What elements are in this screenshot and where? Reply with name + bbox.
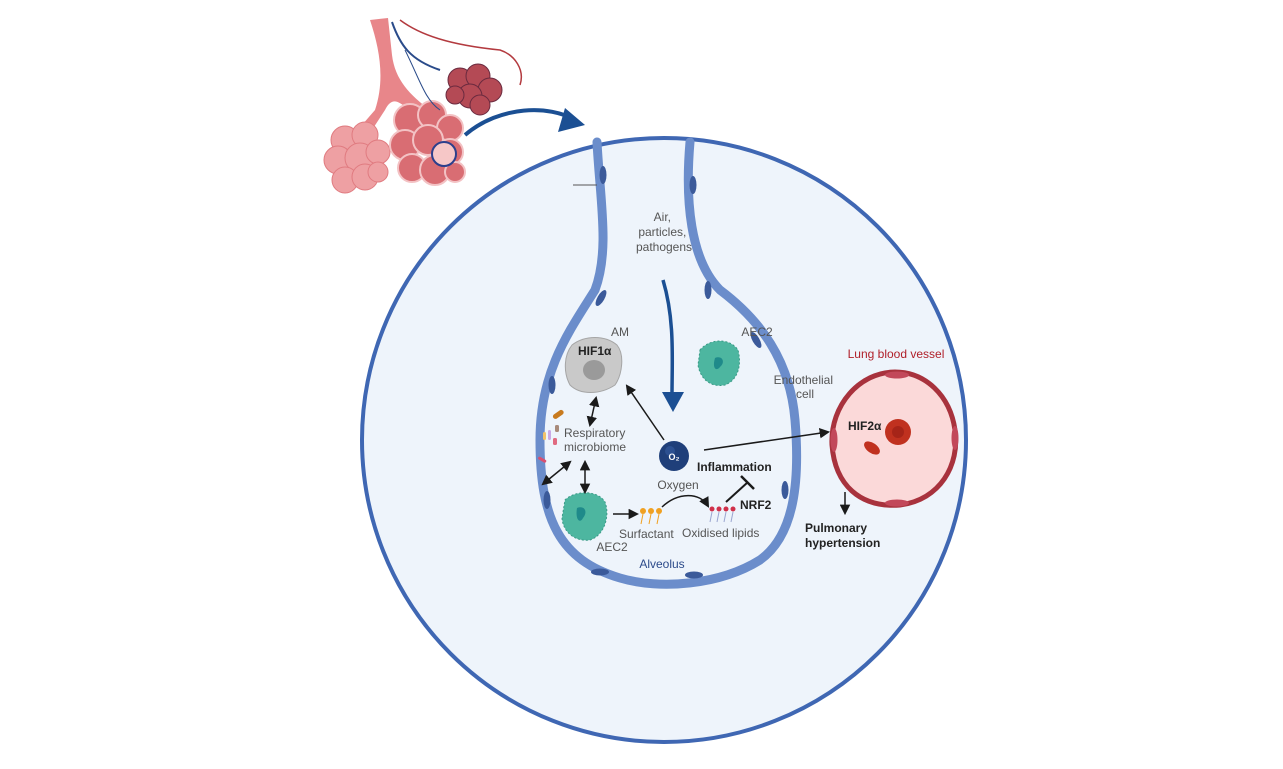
- bronchiole: [362, 18, 430, 130]
- capillary-cluster: [391, 19, 522, 116]
- arrow-o2-to-am: [625, 384, 665, 441]
- o2-label: O₂: [669, 452, 680, 462]
- alveolar-cluster-right: [389, 100, 466, 186]
- aec2-cell-top: [697, 340, 740, 387]
- nrf2-label: NRF2: [740, 498, 772, 512]
- inhibition-bar: [740, 475, 755, 490]
- ph-label-line2: hypertension: [805, 536, 880, 550]
- air-particles-label: Air, particles, pathogens: [636, 210, 692, 254]
- arrow-o2-to-vessel: [703, 428, 831, 451]
- lung-illustration: [323, 18, 522, 194]
- alveolus-epithelium: [535, 137, 802, 589]
- endothelial-cell-label: Endothelial cell: [774, 373, 837, 401]
- inflammation-label: Inflammation: [697, 460, 772, 474]
- alveolar-macrophage: [564, 337, 623, 393]
- air-flow-arrow-head: [662, 392, 684, 412]
- zoom-arrow-head: [558, 108, 585, 132]
- surfactant-molecules: [640, 508, 662, 525]
- oxygen-molecule: O₂: [659, 441, 689, 471]
- oxygen-label: Oxygen: [657, 478, 698, 492]
- respiratory-microbiome-label: Respiratory microbiome: [564, 426, 629, 454]
- air-label-line2: particles,: [638, 225, 686, 239]
- microbiome-label-line1: Respiratory: [564, 426, 625, 440]
- alveolus-label: Alveolus: [639, 557, 684, 571]
- am-label: AM: [611, 325, 629, 339]
- microbiome-label-line2: microbiome: [564, 440, 626, 454]
- alveolar-cluster-left: [323, 121, 391, 194]
- aec2-cell-bottom: [561, 492, 608, 541]
- endothelial-label-line2: cell: [796, 387, 814, 401]
- aec2-top-label: AEC2: [741, 325, 773, 339]
- arrow-microbiome-epithelium: [541, 460, 572, 486]
- arrow-am-microbiome: [586, 395, 600, 428]
- air-label-line1: Air,: [654, 210, 671, 224]
- endothelial-label-line1: Endothelial: [774, 373, 833, 387]
- aec2-bottom-label: AEC2: [596, 540, 628, 554]
- air-label-line3: pathogens: [636, 240, 692, 254]
- microbiome-bacteria: [538, 409, 564, 463]
- pulmonary-hypertension-label: Pulmonary hypertension: [805, 521, 880, 550]
- inhibition-line: [725, 481, 749, 503]
- hif1a-label: HIF1α: [578, 344, 612, 358]
- ph-label-line1: Pulmonary: [805, 521, 867, 535]
- lung-blood-vessel: [829, 369, 959, 508]
- hif2a-label: HIF2α: [848, 419, 882, 433]
- air-flow-arrow: [661, 279, 675, 396]
- surfactant-label: Surfactant: [619, 527, 674, 541]
- pathway-arrows: [541, 384, 851, 520]
- oxidised-lipids-label: Oxidised lipids: [682, 526, 759, 540]
- oxidised-lipid-molecules: [709, 506, 736, 523]
- highlight-circle: [431, 141, 457, 167]
- arrow-oxygen-to-lipids: [661, 494, 710, 508]
- lung-blood-vessel-label: Lung blood vessel: [848, 347, 945, 361]
